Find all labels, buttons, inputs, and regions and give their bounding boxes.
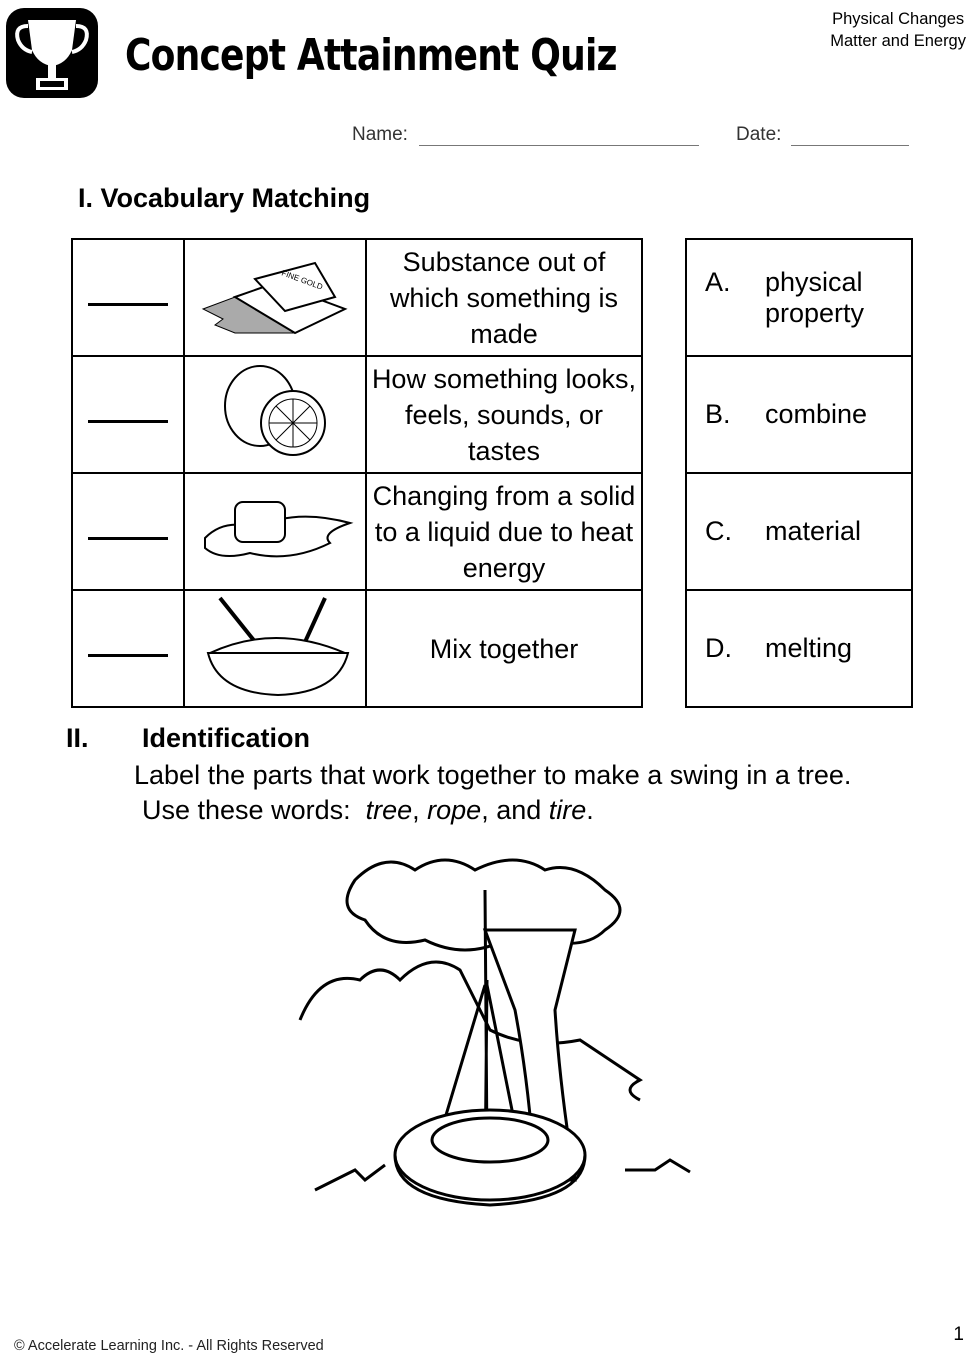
answer-blank[interactable] <box>71 472 185 591</box>
salad-bowl-icon <box>183 589 367 708</box>
trophy-logo-icon <box>6 8 98 98</box>
term-text: material <box>765 516 862 546</box>
definition-text: Changing from a solid to a liquid due to… <box>365 472 643 591</box>
separator: , and <box>481 795 549 825</box>
lemon-icon <box>183 355 367 474</box>
table-row: Changing from a solid to a liquid due to… <box>71 472 643 591</box>
definition-text: Substance out of which something is made <box>365 238 643 357</box>
table-row: FINE GOLD Substance out of which somethi… <box>71 238 643 357</box>
date-field[interactable]: Date: <box>736 124 909 146</box>
copyright-text: © Accelerate Learning Inc. - All Rights … <box>14 1338 324 1354</box>
term-text: combine <box>765 399 868 429</box>
separator: , <box>412 795 428 825</box>
definition-text: How something looks, feels, sounds, or t… <box>365 355 643 474</box>
section2-heading: Identification <box>142 723 310 753</box>
gold-bars-icon: FINE GOLD <box>183 238 367 357</box>
name-field[interactable]: Name: <box>352 124 700 146</box>
melting-ice-cube-icon <box>183 472 367 591</box>
page-title: Concept Attainment Quiz <box>125 30 618 81</box>
word: tire <box>548 795 587 825</box>
word: rope <box>427 795 482 825</box>
term-letter: A. <box>705 266 731 297</box>
tire-swing-illustration <box>295 850 705 1235</box>
table-row: B. combine <box>685 355 913 474</box>
separator: . <box>586 795 594 825</box>
term-text: physical property <box>765 266 865 328</box>
term-text: melting <box>765 633 853 663</box>
date-line[interactable] <box>790 127 909 146</box>
topic-label: Physical Changes Matter and Energy <box>830 8 966 52</box>
term-letter: C. <box>705 516 732 546</box>
date-label: Date: <box>736 124 782 145</box>
term-letter: B. <box>705 399 731 429</box>
instruction-text: Label the parts that work together to ma… <box>134 760 852 790</box>
topic-line: Matter and Energy <box>830 32 966 50</box>
table-row: How something looks, feels, sounds, or t… <box>71 355 643 474</box>
page-number: 1 <box>953 1324 964 1345</box>
word-list-prefix: Use these words: <box>142 795 366 825</box>
answer-blank[interactable] <box>71 355 185 474</box>
table-row: Mix together <box>71 589 643 708</box>
definition-text: Mix together <box>365 589 643 708</box>
table-row: A. physical property <box>685 238 913 357</box>
answer-blank[interactable] <box>71 238 185 357</box>
word-list: Use these words: tree, rope, and tire. <box>142 795 594 826</box>
definitions-table: FINE GOLD Substance out of which somethi… <box>71 238 643 708</box>
name-label: Name: <box>352 124 408 145</box>
answer-blank[interactable] <box>71 589 185 708</box>
table-row: C. material <box>685 472 913 591</box>
table-row: D. melting <box>685 589 913 708</box>
word: tree <box>365 795 413 825</box>
section2-number: II. <box>66 723 89 753</box>
term-letter: D. <box>705 633 732 663</box>
topic-line: Physical Changes <box>832 10 965 28</box>
section1-heading: I. Vocabulary Matching <box>78 183 371 213</box>
terms-table: A. physical property B. combine C. material… <box>685 238 913 708</box>
name-line[interactable] <box>419 127 700 146</box>
